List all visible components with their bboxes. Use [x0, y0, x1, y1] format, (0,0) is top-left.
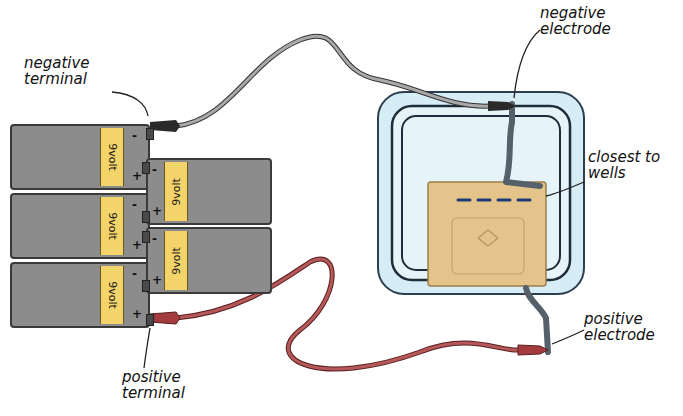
positive-sign: + [132, 239, 142, 251]
battery: 9volt - + [146, 158, 272, 225]
positive-sign: + [152, 205, 162, 217]
annotation-label: positive terminal [122, 370, 222, 402]
battery: 9volt - + [10, 262, 150, 328]
gel-mark [478, 230, 498, 246]
battery-label: 9volt [100, 197, 124, 255]
gel-mark [452, 218, 524, 274]
positive-sign: + [132, 308, 142, 320]
negative-sign: - [132, 199, 137, 211]
battery-label: 9volt [100, 128, 124, 186]
battery-terminal [142, 162, 150, 174]
annotation-label: closest to wells [588, 150, 668, 182]
battery-voltage: 9volt [106, 143, 119, 171]
alligator-clip [150, 120, 180, 132]
battery-voltage: 9volt [106, 212, 119, 240]
battery-terminal [146, 128, 154, 140]
battery: 9volt - + [10, 193, 150, 259]
positive-sign: + [132, 170, 142, 182]
battery-terminal [142, 280, 150, 292]
battery-terminal [146, 314, 154, 326]
gel-box [378, 92, 584, 294]
battery: 9volt - + [10, 124, 150, 190]
battery: 9volt - + [146, 227, 272, 294]
alligator-clip [488, 101, 516, 111]
negative-sign: - [132, 268, 137, 280]
battery-voltage: 9volt [170, 178, 183, 206]
negative-electrode [506, 104, 540, 186]
battery-label: 9volt [164, 162, 188, 221]
alligator-clip [150, 312, 180, 324]
negative-sign: - [132, 130, 137, 142]
negative-sign: - [152, 233, 157, 245]
gel [428, 182, 546, 286]
positive-sign: + [152, 274, 162, 286]
battery-voltage: 9volt [106, 281, 119, 309]
leader-lines [112, 30, 584, 368]
annotation-label: positive electrode [584, 312, 680, 344]
battery-terminal [142, 231, 150, 243]
alligator-clip [518, 345, 548, 355]
battery-label: 9volt [100, 266, 124, 324]
negative-sign: - [152, 164, 157, 176]
black-wire [176, 36, 490, 126]
wells [458, 199, 530, 202]
positive-electrode [526, 288, 548, 352]
black-wire [176, 36, 490, 126]
annotation-label: negative electrode [540, 6, 650, 38]
annotation-label: negative terminal [24, 56, 122, 88]
battery-label: 9volt [164, 231, 188, 290]
battery-terminal [142, 211, 150, 223]
battery-voltage: 9volt [170, 247, 183, 275]
